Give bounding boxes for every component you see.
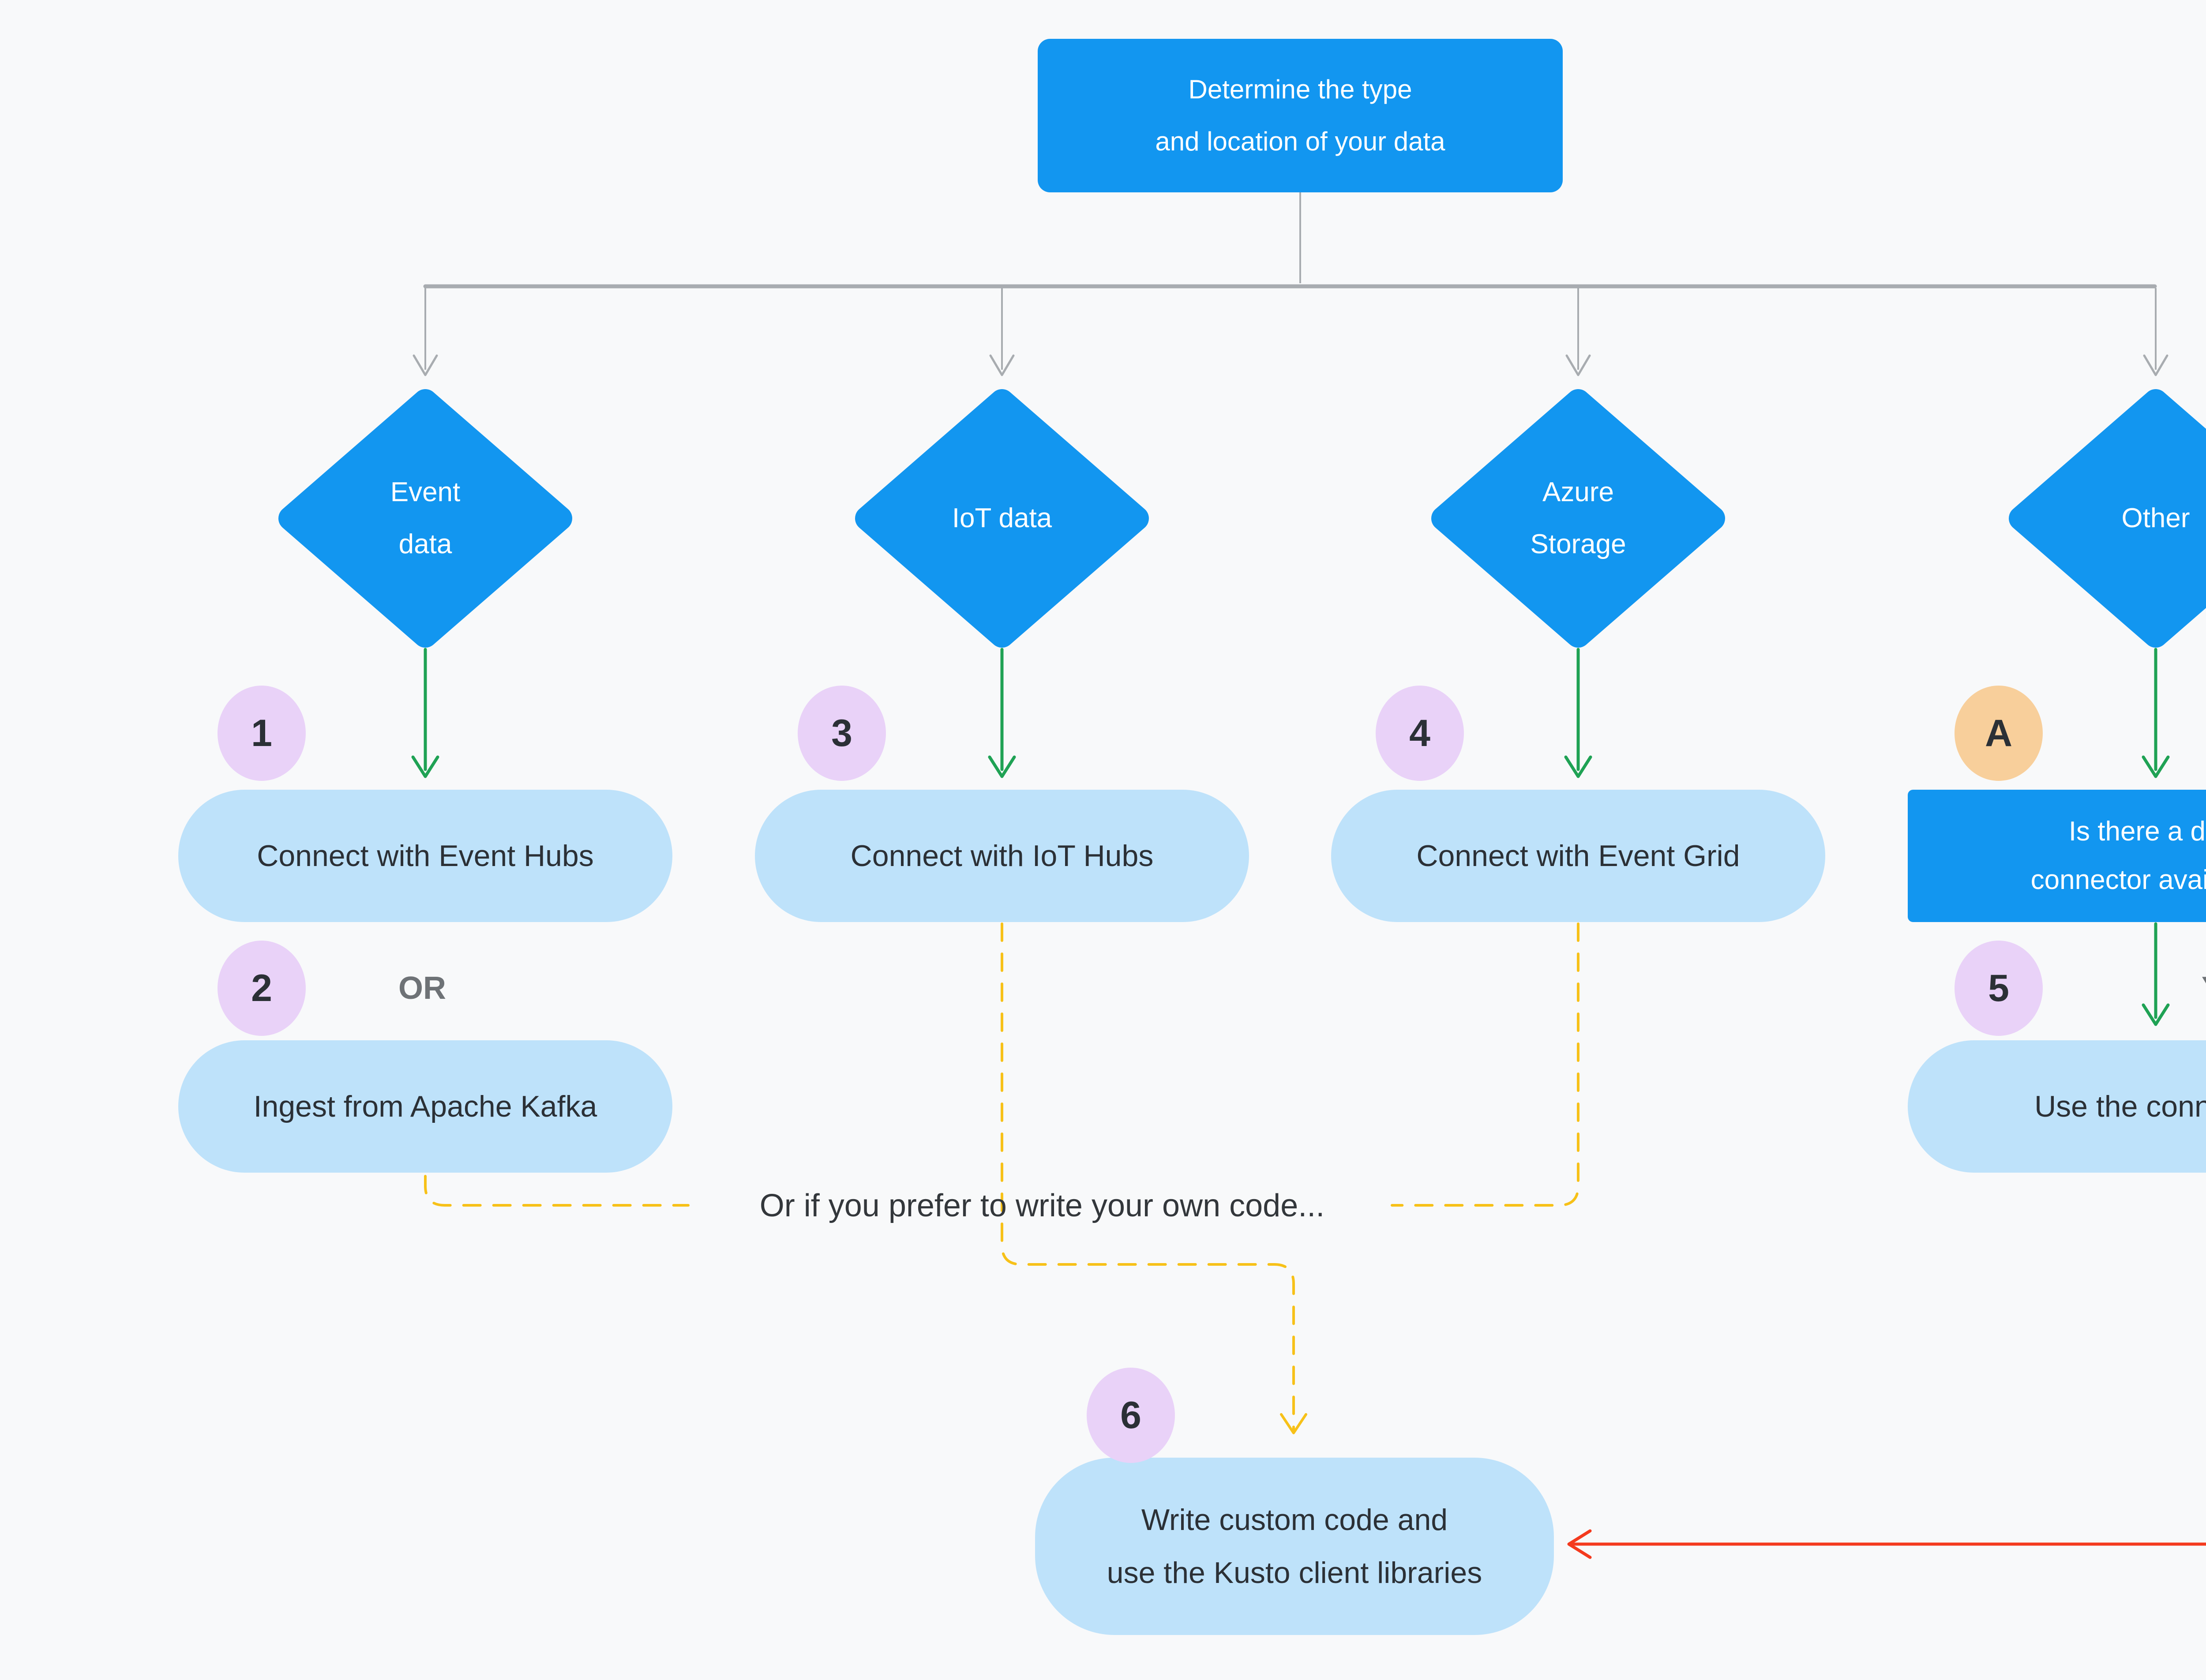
root-node-line1: Determine the type (1188, 75, 1412, 104)
custom-code-line2: use the Kusto client libraries (1107, 1556, 1482, 1590)
event-diamond-line2: data (398, 529, 452, 559)
connector-question-node: Is there a data connector available? (1908, 790, 2206, 922)
step-badge-1-text: 1 (251, 712, 272, 754)
yes-label: Yes (2163, 966, 2206, 1010)
step-badge-4: 4 (1376, 686, 1464, 781)
storage-diamond-line1: Azure (1542, 477, 1614, 507)
iot-diamond-text: IoT data (952, 503, 1052, 533)
custom-code-node: Write custom code and use the Kusto clie… (1035, 1458, 1554, 1635)
iot-data-diamond-shape (855, 389, 1149, 648)
event-hubs-node: Connect with Event Hubs (178, 790, 672, 922)
gray-arrowhead-storage (1565, 354, 1591, 376)
gray-arrowhead-event (413, 354, 438, 376)
step-badge-2-text: 2 (251, 967, 272, 1009)
edge-no-to-customcode (1569, 1542, 2206, 1546)
step-badge-a: A (1955, 686, 2043, 781)
step-badge-6: 6 (1087, 1368, 1175, 1463)
green-arrowhead-connector (2142, 1003, 2170, 1026)
edge-iothubs-to-customcode (1001, 922, 1295, 1431)
step-badge-5-text: 5 (1988, 967, 2009, 1009)
red-arrowhead-customcode (1567, 1529, 1592, 1559)
yellow-arrowhead-customcode (1280, 1413, 1307, 1434)
iot-hubs-node: Connect with IoT Hubs (755, 790, 1249, 922)
green-arrowhead-question (2142, 755, 2170, 778)
azure-storage-diamond-label: Azure Storage (1437, 448, 1719, 589)
use-connector-node: Use the connector (1908, 1040, 2206, 1173)
event-hubs-label: Connect with Event Hubs (257, 839, 594, 873)
green-arrowhead-eventhubs (411, 755, 439, 778)
gray-arrowhead-other (2143, 354, 2168, 376)
event-diamond-line1: Event (390, 477, 461, 507)
event-data-diamond-label: Event data (284, 448, 567, 589)
event-data-diamond-shape (278, 389, 572, 648)
step-badge-3: 3 (798, 686, 886, 781)
decision-diamonds (278, 389, 2206, 648)
other-diamond-label: Other (2015, 448, 2206, 589)
other-diamond-shape (2009, 389, 2206, 648)
azure-storage-diamond-shape (1431, 389, 1725, 648)
write-own-code-note: Or if you prefer to write your own code.… (759, 1188, 1325, 1223)
edge-eventgrid-to-note (1391, 922, 1579, 1207)
edge-kafka-to-note (424, 1175, 690, 1207)
green-arrowhead-eventgrid (1564, 755, 1592, 778)
yellow-dashed-routes (424, 922, 1579, 1431)
gray-tree-edges (413, 192, 2168, 376)
green-arrows (411, 648, 2170, 1026)
kafka-label: Ingest from Apache Kafka (253, 1090, 597, 1123)
gray-arrowhead-iot (989, 354, 1015, 376)
storage-diamond-line2: Storage (1530, 529, 1626, 559)
event-grid-label: Connect with Event Grid (1416, 839, 1740, 873)
step-badge-3-text: 3 (831, 712, 852, 754)
step-badge-6-text: 6 (1120, 1394, 1141, 1436)
root-node-line2: and location of your data (1155, 127, 1445, 156)
red-no-route (1567, 1529, 2206, 1559)
other-diamond-text: Other (2121, 503, 2190, 533)
or-label: OR (398, 971, 446, 1006)
step-badge-4-text: 4 (1409, 712, 1430, 754)
use-connector-label: Use the connector (2034, 1090, 2206, 1123)
root-node: Determine the type and location of your … (1038, 39, 1563, 192)
custom-code-line1: Write custom code and (1141, 1503, 1448, 1537)
step-badge-1: 1 (218, 686, 306, 781)
step-badge-5: 5 (1955, 941, 2043, 1036)
iot-hubs-label: Connect with IoT Hubs (850, 839, 1154, 873)
step-badge-2: 2 (218, 941, 306, 1036)
event-grid-node: Connect with Event Grid (1331, 790, 1825, 922)
question-line2: connector available? (2030, 865, 2206, 895)
question-line1: Is there a data (2068, 816, 2206, 847)
green-arrowhead-iothubs (988, 755, 1016, 778)
kafka-node: Ingest from Apache Kafka (178, 1040, 672, 1173)
step-badge-a-text: A (1985, 712, 2013, 754)
iot-data-diamond-label: IoT data (861, 448, 1143, 589)
